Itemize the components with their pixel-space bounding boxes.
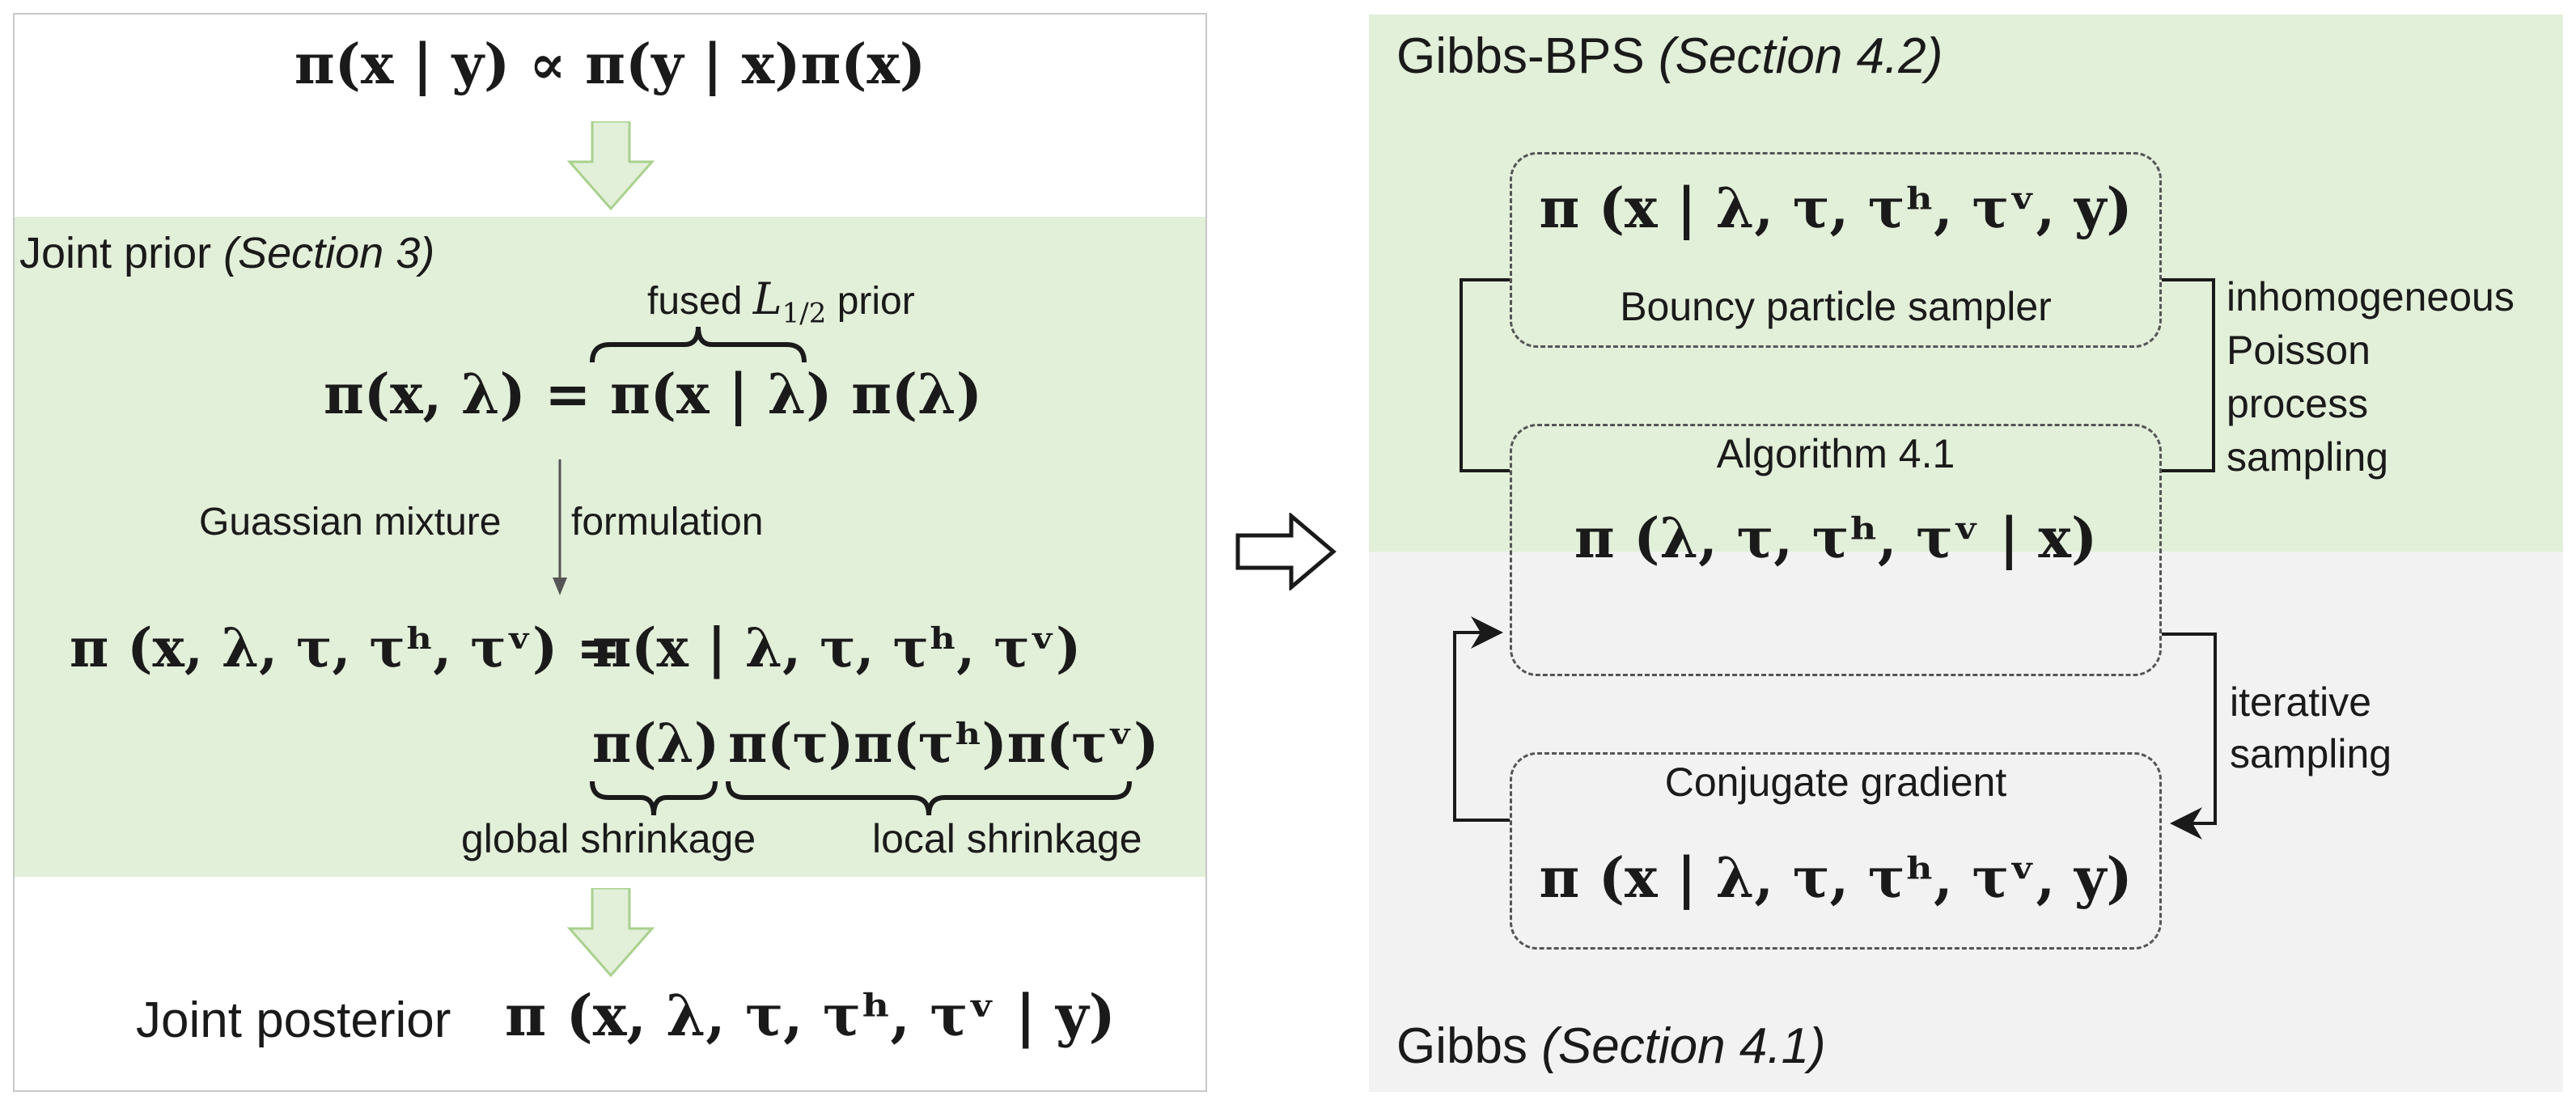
fused-prior-word: fused bbox=[647, 280, 743, 323]
gibbs-bps-region bbox=[1369, 15, 2563, 552]
ipp-label: inhomogeneous Poisson process sampling bbox=[2226, 270, 2515, 484]
mixture-lhs: π (x, λ, τ, τʰ, τᵛ) = bbox=[70, 616, 621, 679]
prior-term-conditional: π(x | λ) bbox=[610, 362, 833, 427]
ipp-line-3: process bbox=[2226, 381, 2369, 426]
arrow-label-left: Guassian mixture bbox=[199, 501, 502, 544]
gibbs-bps-title: Gibbs-BPS (Section 4.2) bbox=[1396, 28, 1943, 85]
arrow-label-right: formulation bbox=[571, 501, 764, 544]
mixture-term-local: π(τ)π(τʰ)π(τᵛ) bbox=[728, 712, 1159, 775]
formulation-arrow bbox=[553, 459, 567, 595]
ipp-line-4: sampling bbox=[2226, 434, 2389, 480]
bps-box-label: Bouncy particle sampler bbox=[1620, 284, 2052, 329]
iterative-line-2: sampling bbox=[2230, 731, 2392, 776]
prior-term-lambda: π(λ) bbox=[851, 362, 982, 427]
prior-lhs: π(x, λ) = bbox=[324, 362, 591, 427]
ipp-line-1: inhomogeneous bbox=[2226, 274, 2515, 319]
posterior-label: Joint posterior bbox=[136, 992, 451, 1048]
iterative-line-1: iterative bbox=[2230, 679, 2372, 725]
iterative-sampling-label: iterative sampling bbox=[2230, 676, 2392, 780]
conjugate-gradient-label: Conjugate gradient bbox=[1664, 759, 2007, 805]
mixture-rhs: π(x | λ, τ, τʰ, τᵛ) bbox=[592, 616, 1082, 679]
fused-prior-suffix: prior bbox=[837, 280, 915, 323]
ipp-line-2: Poisson bbox=[2226, 328, 2371, 373]
joint-prior-label: Joint prior bbox=[19, 229, 212, 277]
local-shrinkage-label: local shrinkage bbox=[872, 816, 1142, 861]
algorithm-box-expression: π (λ, τ, τʰ, τᵛ | x) bbox=[1574, 506, 2098, 571]
joint-prior-region bbox=[15, 217, 1205, 877]
global-shrinkage-label: global shrinkage bbox=[461, 816, 756, 861]
joint-prior-title: Joint prior (Section 3) bbox=[19, 228, 434, 278]
bps-box bbox=[1510, 152, 2162, 348]
bayes-rule-formula: π(x | y) ∝ π(y | x)π(x) bbox=[294, 32, 926, 97]
fused-prior-label: fused L1/2 prior bbox=[647, 273, 915, 330]
posterior-expression: π (x, λ, τ, τʰ, τᵛ | y) bbox=[505, 982, 1116, 1049]
gibbs-bps-label: Gibbs-BPS bbox=[1396, 28, 1645, 84]
conjugate-gradient-box bbox=[1510, 752, 2162, 950]
down-arrow-icon bbox=[566, 121, 655, 211]
algorithm-box bbox=[1510, 424, 2162, 676]
local-shrinkage-underbrace bbox=[726, 781, 1132, 816]
conjugate-gradient-expression: π (x | λ, τ, τʰ, τᵛ, y) bbox=[1539, 846, 2133, 911]
prior-equation: π(x, λ) = π(x | λ) π(λ) bbox=[324, 362, 982, 427]
right-arrow-icon bbox=[1235, 513, 1337, 590]
gibbs-label: Gibbs bbox=[1396, 1018, 1527, 1074]
down-arrow-icon bbox=[566, 888, 655, 978]
fused-prior-subscript: 1/2 bbox=[782, 297, 827, 330]
gibbs-title: Gibbs (Section 4.1) bbox=[1396, 1018, 1826, 1075]
bps-box-expression: π (x | λ, τ, τʰ, τᵛ, y) bbox=[1539, 176, 2133, 241]
mixture-term-global: π(λ) bbox=[592, 712, 720, 775]
algorithm-box-label: Algorithm 4.1 bbox=[1716, 431, 1955, 476]
joint-prior-section: (Section 3) bbox=[223, 229, 435, 277]
gibbs-bps-section: (Section 4.2) bbox=[1658, 28, 1943, 84]
gibbs-section: (Section 4.1) bbox=[1541, 1018, 1826, 1074]
fused-prior-overbrace bbox=[590, 326, 807, 363]
global-shrinkage-underbrace bbox=[590, 781, 718, 816]
fused-prior-symbol: L bbox=[752, 273, 782, 324]
